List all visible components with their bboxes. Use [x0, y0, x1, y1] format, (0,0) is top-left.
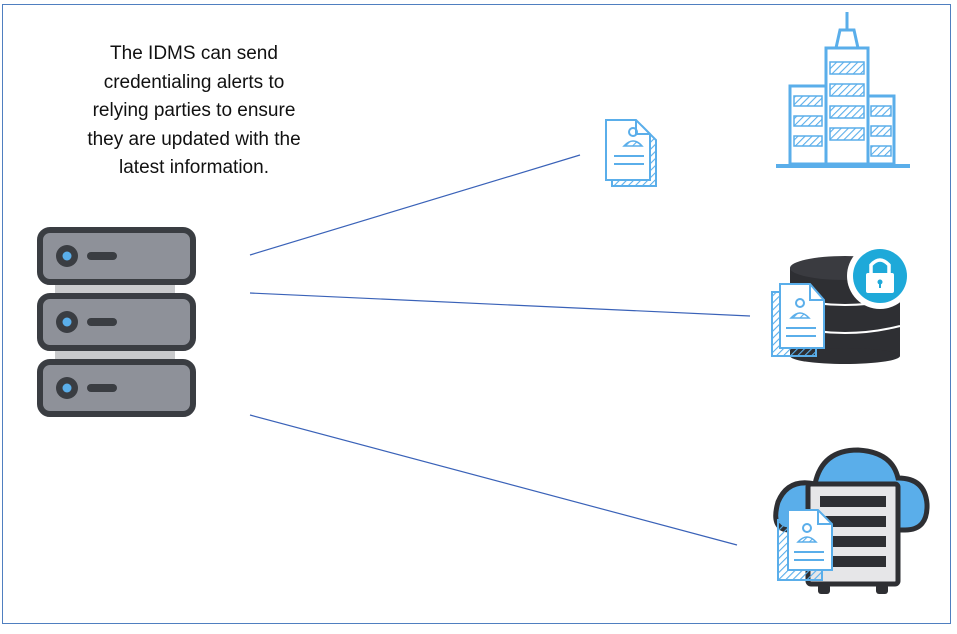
diagram-caption: The IDMS can send credentialing alerts t…: [60, 40, 328, 183]
cloud-server-icon: [773, 447, 930, 594]
connector-to-cloud: [249, 414, 738, 546]
caption-line-1: The IDMS can send: [110, 43, 278, 64]
lock-icon: [847, 243, 913, 309]
document-icon: [605, 119, 657, 187]
caption-line-5: latest information.: [119, 157, 269, 178]
connector-to-database: [249, 292, 751, 317]
connector-to-document: [249, 154, 581, 256]
caption-line-3: relying parties to ensure: [92, 100, 296, 121]
diagram-frame: [2, 4, 951, 624]
caption-line-2: credentialing alerts to: [103, 71, 285, 93]
database-document-icon: [771, 283, 825, 357]
caption-line-4: they are updated with the: [87, 128, 301, 150]
office-building-icon: [776, 12, 910, 168]
secure-database-icon: [771, 243, 913, 364]
cloud-document-icon: [777, 509, 833, 581]
server-rack-icon: [37, 227, 196, 417]
